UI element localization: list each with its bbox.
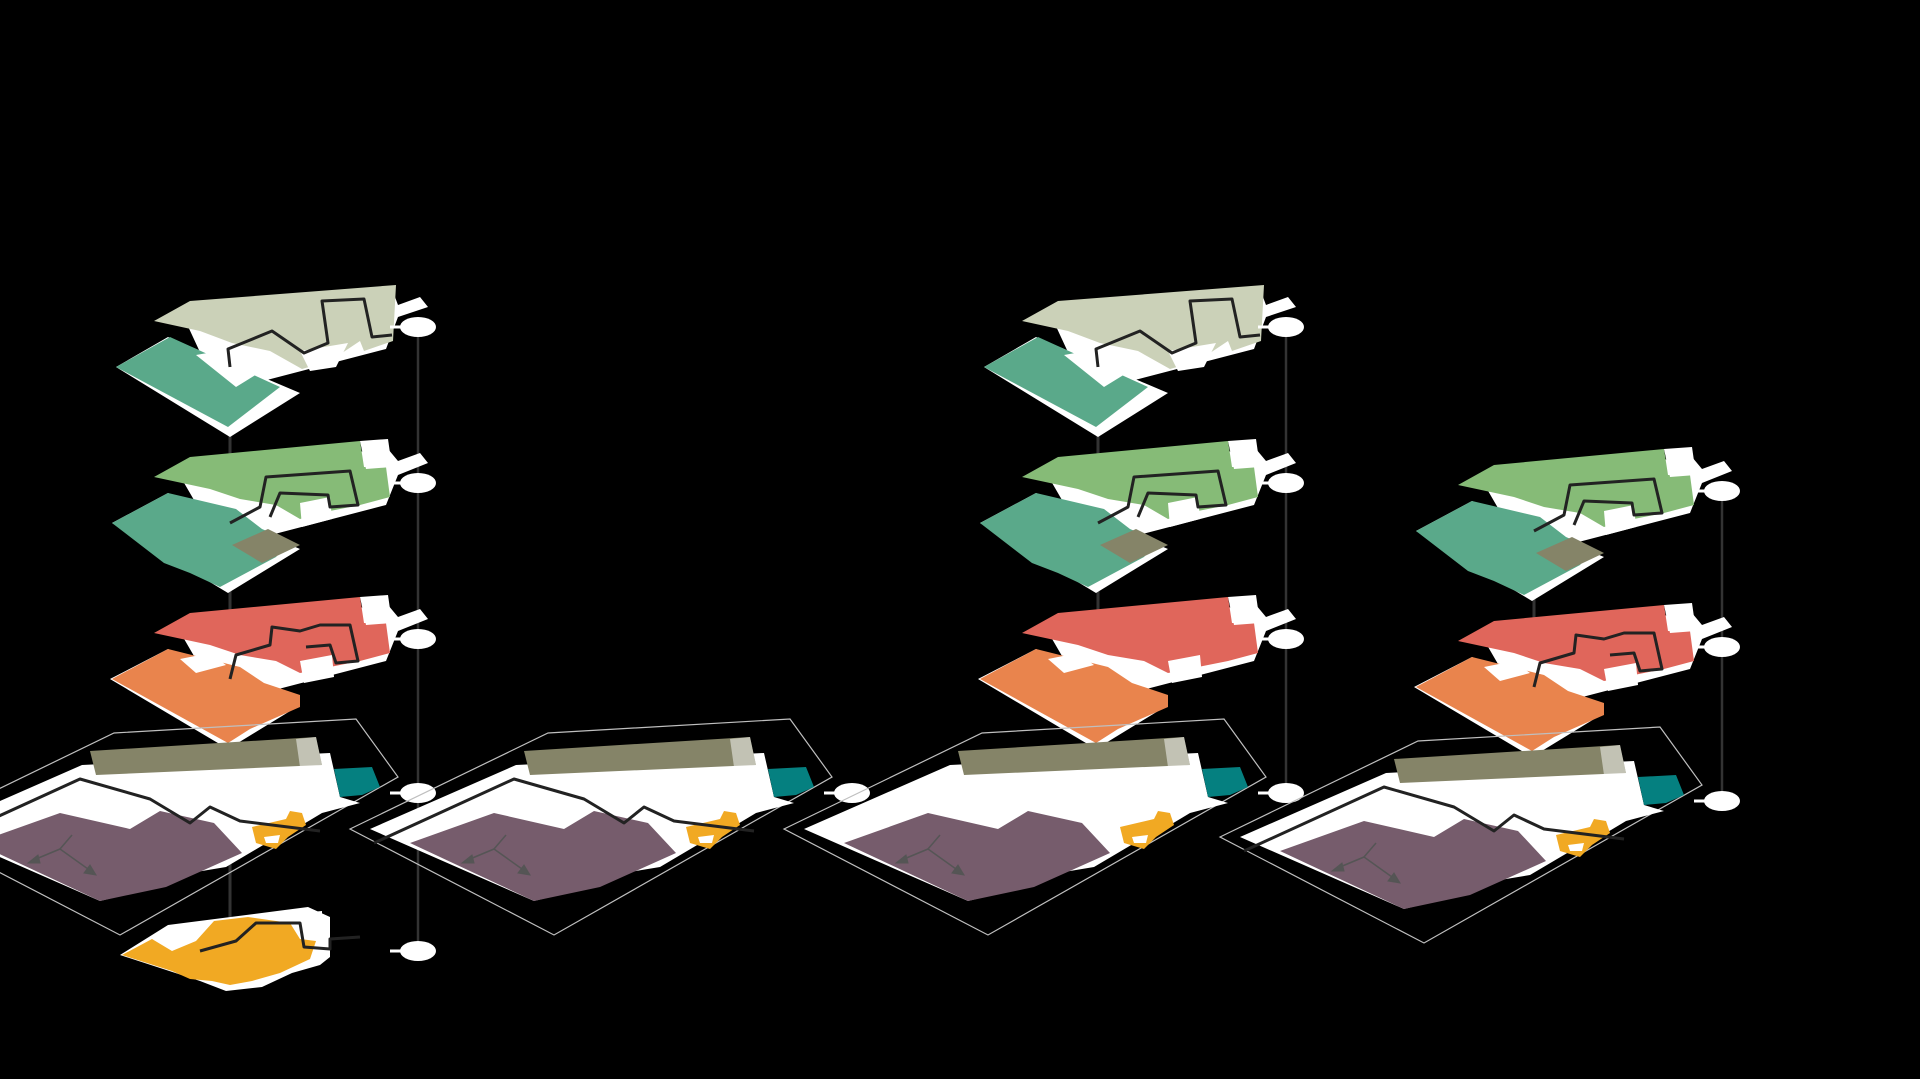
stack-4 [1219,447,1740,944]
level-pin-marker [1268,317,1304,337]
axis-arrows-icon [26,834,97,876]
floor-plate-upper [112,439,428,593]
floor-plate-ground [783,718,1267,936]
floor-plate-upper [1416,447,1732,601]
level-pin-marker [400,629,436,649]
circulation-route-top [1094,297,1261,368]
circulation-route-upper [1533,477,1664,533]
floor-plate-top [116,285,428,437]
circulation-route-ground [1243,785,1625,853]
floor-plate-ground [0,718,399,936]
floor-plate-ground [349,718,833,936]
axis-arrows-icon [894,834,965,876]
floor-plate-middle [978,595,1296,749]
axis-arrows-icon [1330,842,1401,884]
circulation-route-ground [373,777,755,845]
level-pin-marker [400,317,436,337]
floor-plate-middle [1414,603,1732,757]
circulation-route-middle [1532,631,1664,688]
axis-arrows-icon [460,834,531,876]
level-pin-marker [1268,629,1304,649]
stacks [0,285,1740,991]
level-pin-marker [1704,481,1740,501]
level-pin-marker [834,783,870,803]
circulation-route-top [226,297,393,368]
floor-plate-middle [110,595,428,749]
level-pin-marker [400,783,436,803]
floor-plate-top [984,285,1296,437]
circulation-route-basement [199,921,361,953]
level-pin-marker [1268,473,1304,493]
floor-plate-ground [1219,726,1703,944]
floor-plate-basement [120,907,361,991]
level-pin-marker [1704,637,1740,657]
level-pin-marker [1268,783,1304,803]
circulation-route-middle [228,623,360,680]
level-pin-marker [400,941,436,961]
circulation-route-ground [0,777,321,833]
stack-1 [0,285,436,991]
stack-3 [783,285,1304,936]
level-pin-marker [400,473,436,493]
circulation-route-upper [229,469,360,525]
floor-plate-upper [980,439,1296,593]
level-pin-marker [1704,791,1740,811]
stack-2 [349,718,870,936]
circulation-route-upper [1097,469,1228,525]
